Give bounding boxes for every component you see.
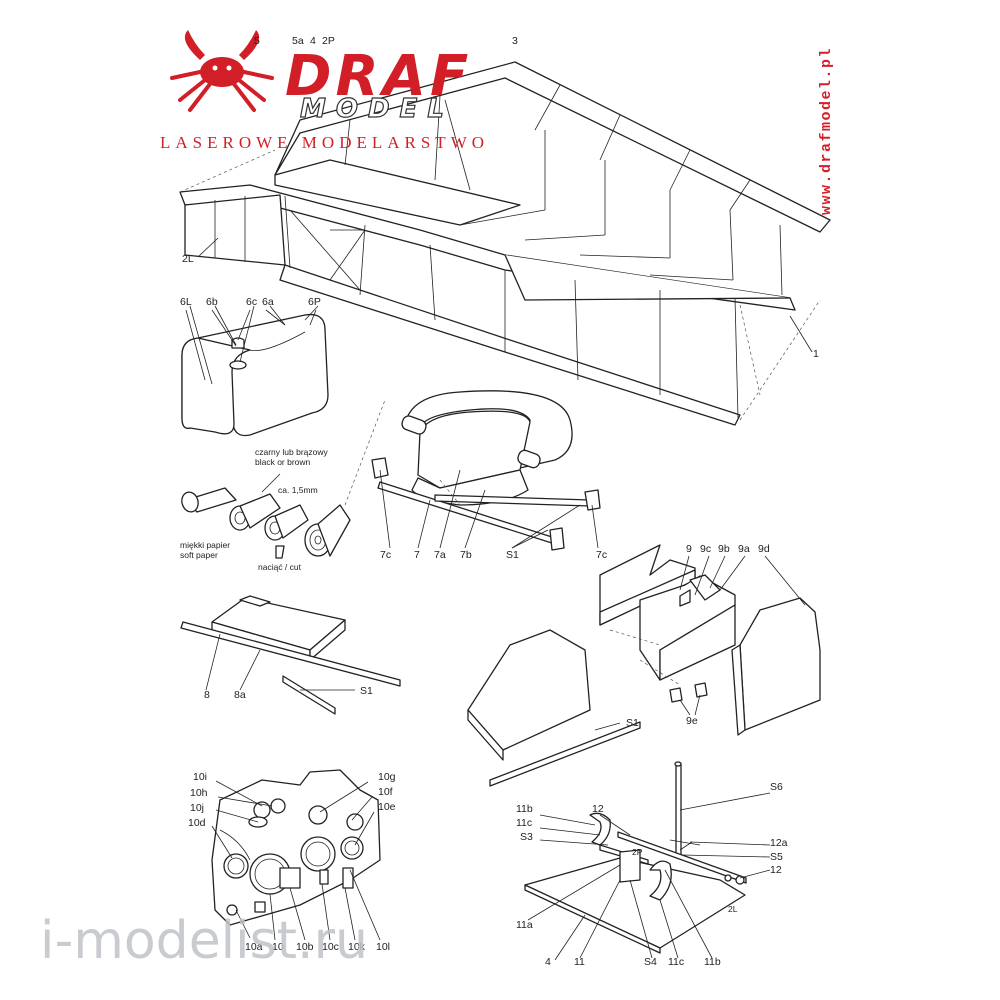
- note-color-en: black or brown: [255, 457, 311, 467]
- drafmodel-logo: DRAF MODEL LASEROWE MODELARSTWO: [160, 30, 489, 152]
- label-9: 9: [686, 543, 692, 555]
- label-10l: 10l: [376, 941, 390, 953]
- label-6a: 6a: [262, 296, 274, 308]
- label-s5: S5: [770, 851, 783, 863]
- bulkheads: [467, 544, 821, 787]
- label-11c-top: 11c: [516, 817, 532, 829]
- label-11c-bottom: 11c: [668, 956, 684, 968]
- seat-pan: [180, 595, 401, 715]
- leader-lines: [185, 237, 813, 961]
- label-7a: 7a: [434, 549, 446, 561]
- label-s4: S4: [644, 956, 657, 968]
- label-11a: 11a: [516, 919, 533, 931]
- label-s6: S6: [770, 781, 783, 793]
- label-1: 1: [813, 348, 819, 360]
- label-6p: 6P: [308, 296, 321, 308]
- label-5a: 5a: [292, 35, 304, 47]
- label-4: 4: [310, 35, 316, 47]
- label-2p-top: 2P: [322, 35, 335, 47]
- label-4-base: 4: [545, 956, 551, 968]
- label-s1-bh: S1: [626, 717, 639, 729]
- label-10: 10: [272, 941, 284, 953]
- label-10f: 10f: [378, 786, 393, 798]
- label-8a: 8a: [234, 689, 246, 701]
- label-2l-controls: 2L: [728, 904, 738, 914]
- label-10i: 10i: [193, 771, 207, 783]
- seat-assembly: [344, 390, 601, 551]
- label-9d: 9d: [758, 543, 770, 555]
- label-10g: 10g: [378, 771, 396, 783]
- label-11: 11: [574, 956, 585, 968]
- label-9a: 9a: [738, 543, 750, 555]
- label-12-top: 12: [592, 803, 604, 815]
- label-12-right: 12: [770, 864, 782, 876]
- note-cut: naciąć / cut: [258, 562, 302, 572]
- label-10b: 10b: [296, 941, 314, 953]
- label-10h: 10h: [190, 787, 208, 799]
- label-10j: 10j: [190, 802, 204, 814]
- label-7: 7: [414, 549, 420, 561]
- fuselage-frame: [179, 61, 831, 426]
- crab-icon: [170, 30, 274, 112]
- label-7b: 7b: [460, 549, 472, 561]
- label-6b: 6b: [206, 296, 218, 308]
- label-2l: 2L: [182, 253, 194, 265]
- label-2p-controls: 2P: [632, 847, 643, 857]
- label-9c: 9c: [700, 543, 711, 555]
- note-paper-pl: miękki papier: [180, 540, 230, 550]
- part-labels: 5 5a 4 2P 3 2L 1 6L 6b 6c 6a 6P czarny l…: [180, 35, 819, 968]
- label-10c: 10c: [322, 941, 339, 953]
- label-9e: 9e: [686, 715, 698, 727]
- note-paper-en: soft paper: [180, 550, 218, 560]
- label-11b-bottom: 11b: [704, 956, 721, 968]
- note-thickness: ca. 1,5mm: [278, 485, 318, 495]
- label-12a: 12a: [770, 837, 788, 849]
- label-10k: 10k: [348, 941, 366, 953]
- control-assembly: [524, 761, 747, 954]
- label-6l: 6L: [180, 296, 192, 308]
- label-7c-right: 7c: [596, 549, 607, 561]
- logo-subtitle: MODEL: [300, 94, 454, 124]
- label-10e: 10e: [378, 801, 396, 813]
- website-url: www.drafmodel.pl: [818, 47, 835, 215]
- logo-wordmark: DRAF: [285, 44, 472, 109]
- note-color-pl: czarny lub brązowy: [255, 447, 329, 457]
- fuel-tank: [181, 305, 329, 437]
- label-s3: S3: [520, 831, 533, 843]
- instrument-panel: [211, 769, 381, 926]
- label-5: 5: [254, 35, 260, 47]
- cushion-rolls: [181, 473, 351, 559]
- label-7c-left: 7c: [380, 549, 391, 561]
- label-3: 3: [512, 35, 518, 47]
- label-s1-seat: S1: [506, 549, 519, 561]
- watermark: i-modelist.ru: [40, 911, 368, 971]
- label-10d: 10d: [188, 817, 206, 829]
- label-s1-pan: S1: [360, 685, 373, 697]
- label-11b-top: 11b: [516, 803, 533, 815]
- label-8: 8: [204, 689, 210, 701]
- logo-tagline: LASEROWE MODELARSTWO: [160, 133, 489, 152]
- label-6c: 6c: [246, 296, 257, 308]
- label-10a: 10a: [245, 941, 263, 953]
- label-9b: 9b: [718, 543, 730, 555]
